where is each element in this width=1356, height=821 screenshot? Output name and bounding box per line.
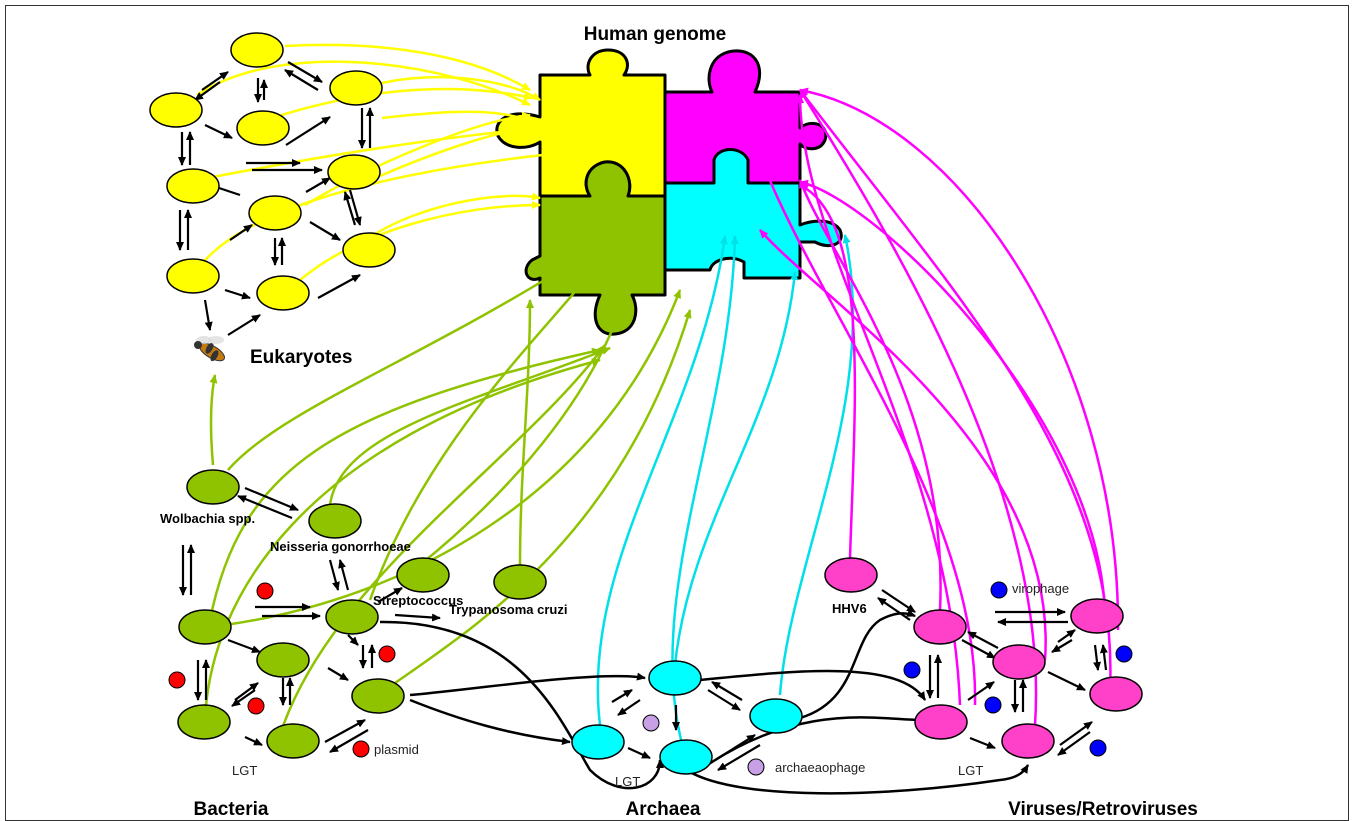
eukaryote-node [327,154,381,190]
species-label-neisseria: Neisseria gonorrhoeae [270,539,411,554]
group-label-archaea: Archaea [626,799,701,820]
eukaryote-transfer-arrows [195,43,591,281]
virus-node [1001,723,1055,759]
species-label-hhv6: HHV6 [832,601,867,616]
bacteria-nodes [177,469,547,759]
eukaryote-node [236,110,290,146]
virus-node [913,609,967,645]
eukaryote-node [329,70,383,106]
virophage-dot [1115,645,1133,663]
virophage-dot [990,581,1008,599]
archaea-node [749,698,803,734]
virophage-dot [903,661,921,679]
virus-transfer-arrows [738,87,1120,726]
plasmid-dots [168,582,396,758]
eukaryote-nodes [149,32,396,311]
archaea-internal-arrows [611,681,761,771]
bacteria-node-streptococcus [325,599,379,635]
archaeaophage-dots [642,714,765,776]
archaeaophage-label: archaeaophage [775,760,865,775]
plasmid-dot [352,740,370,758]
bacteria-node [266,723,320,759]
plasmid-dot [256,582,274,600]
eukaryote-internal-arrows [176,61,374,336]
cross-domain-black-arrows [379,609,1030,795]
bacteria-transfer-arrows [203,244,692,736]
virophage-dot [984,696,1002,714]
group-label-bacteria: Bacteria [194,799,269,820]
bacteria-node [351,678,405,714]
eukaryote-node [149,92,203,128]
group-label-eukaryotes: Eukaryotes [250,347,352,368]
bacteria-internal-arrows [179,486,441,753]
eukaryote-node [342,232,396,268]
archaea-node [648,660,702,696]
bacteria-node-neisseria [308,503,362,539]
bacteria-node-streptococcus-upper [396,557,450,593]
eukaryote-node [166,258,220,294]
archaeaophage-dot [747,758,765,776]
virus-nodes [824,557,1143,759]
plasmid-dot [168,671,186,689]
puzzle-piece-yellow [495,48,667,198]
puzzle-piece-cyan [663,148,843,280]
eukaryote-node [230,32,284,68]
plasmid-dot [378,645,396,663]
virus-node-hhv6 [824,557,878,593]
lgt-label-bacteria: LGT [232,763,257,778]
eukaryote-node [248,195,302,231]
bacteria-node [256,642,310,678]
archaea-nodes [571,660,803,775]
group-label-viruses: Viruses/Retroviruses [1008,799,1198,820]
puzzle-piece-green [524,160,667,336]
bacteria-node-trypanosoma [493,564,547,600]
human-genome-puzzle [495,48,843,336]
lgt-label-viruses: LGT [958,763,983,778]
lgt-label-archaea: LGT [615,774,640,789]
eukaryote-node [166,168,220,204]
species-label-wolbachia: Wolbachia spp. [160,511,255,526]
species-label-trypanosoma: Trypanosoma cruzi [449,602,567,617]
bacteria-node [177,704,231,740]
bacteria-node-wolbachia [186,469,240,505]
virophage-label: virophage [1012,581,1069,596]
virus-node [1089,676,1143,712]
plasmid-label: plasmid [374,742,419,757]
virus-node [914,704,968,740]
virus-node [1070,598,1124,634]
virophage-dot [1089,739,1107,757]
virus-internal-arrows [877,589,1108,756]
archaea-node [659,739,713,775]
bacteria-node [178,609,232,645]
eukaryote-node [256,275,310,311]
bee-icon [194,336,225,362]
plasmid-dot [247,697,265,715]
virus-node [992,644,1046,680]
diagram-title: Human genome [584,24,727,45]
species-label-streptococcus: Streptococcus [373,593,463,608]
archaea-node [571,724,625,760]
archaeaophage-dot [642,714,660,732]
virophage-dots [903,581,1133,757]
